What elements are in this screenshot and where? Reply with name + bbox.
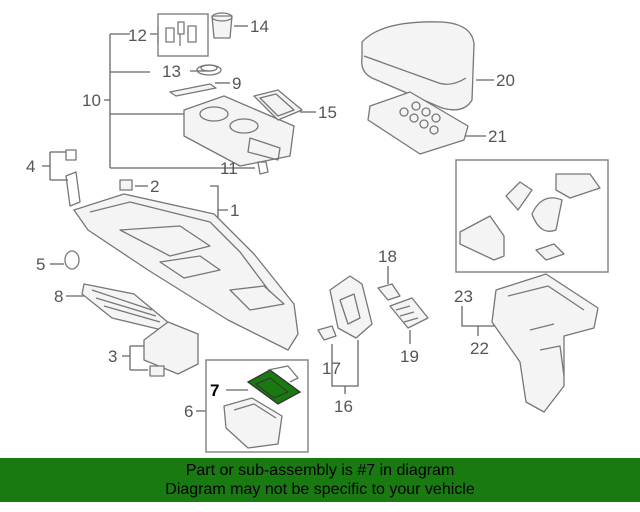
callout-7-highlighted[interactable]: 7 bbox=[210, 381, 219, 400]
banner-line-1: Part or sub-assembly is #7 in diagram bbox=[185, 462, 455, 479]
callout-23: 23 bbox=[454, 287, 473, 306]
callout-18: 18 bbox=[378, 247, 397, 266]
callout-12: 12 bbox=[128, 26, 147, 45]
callout-6: 6 bbox=[184, 402, 193, 421]
part-22-shifter-base bbox=[491, 273, 599, 413]
part-12-clips bbox=[165, 21, 197, 46]
part-21-armrest-base bbox=[367, 91, 469, 155]
callout-15: 15 bbox=[318, 103, 337, 122]
callout-16: 16 bbox=[334, 397, 353, 416]
callout-4: 4 bbox=[26, 157, 35, 176]
part-16-vent-housing bbox=[329, 275, 373, 339]
part-4-bracket bbox=[65, 149, 81, 207]
part-6-box bbox=[205, 359, 309, 453]
part-3-bracket bbox=[143, 321, 199, 377]
callout-20: 20 bbox=[496, 71, 515, 90]
part-6-storage-bin bbox=[223, 397, 283, 449]
callout-11: 11 bbox=[220, 159, 238, 178]
callout-17: 17 bbox=[322, 359, 341, 378]
part-19-vent bbox=[389, 297, 429, 329]
banner-line-2: Diagram may not be specific to your vehi… bbox=[165, 481, 475, 498]
callout-14: 14 bbox=[250, 17, 269, 36]
callout-labels: 12 14 13 9 10 15 11 20 21 4 2 1 5 8 3 7 … bbox=[26, 17, 515, 421]
part-9-trim bbox=[169, 83, 217, 97]
part-17-clip bbox=[317, 325, 337, 341]
part-7-tray-mat[interactable] bbox=[246, 365, 302, 405]
callout-13: 13 bbox=[162, 62, 181, 81]
part-11-clip bbox=[257, 161, 269, 175]
part-2-clip bbox=[119, 179, 133, 191]
part-10-console-top bbox=[183, 95, 295, 167]
part-12-box bbox=[157, 13, 209, 57]
part-8-grille bbox=[81, 283, 171, 331]
callout-19: 19 bbox=[400, 347, 419, 366]
callout-5: 5 bbox=[36, 255, 45, 274]
callout-22: 22 bbox=[470, 339, 489, 358]
part-18-bracket bbox=[377, 283, 401, 301]
callout-3: 3 bbox=[108, 347, 117, 366]
part-20-armrest bbox=[361, 21, 475, 111]
part-23-set bbox=[459, 173, 601, 261]
part-5-ring bbox=[64, 250, 80, 270]
part-1-console bbox=[73, 193, 299, 351]
part-13-ring bbox=[196, 64, 222, 76]
callout-8: 8 bbox=[54, 287, 63, 306]
callout-9: 9 bbox=[232, 74, 241, 93]
callout-10: 10 bbox=[82, 91, 101, 110]
info-banner: Part or sub-assembly is #7 in diagram Di… bbox=[0, 458, 640, 502]
part-14-cup-insert bbox=[211, 12, 233, 39]
callout-21: 21 bbox=[488, 127, 507, 146]
callout-1: 1 bbox=[230, 201, 239, 220]
callout-2: 2 bbox=[150, 177, 159, 196]
part-15-mat bbox=[253, 89, 303, 121]
part-23-box bbox=[455, 159, 609, 273]
leader-lines bbox=[42, 25, 495, 412]
